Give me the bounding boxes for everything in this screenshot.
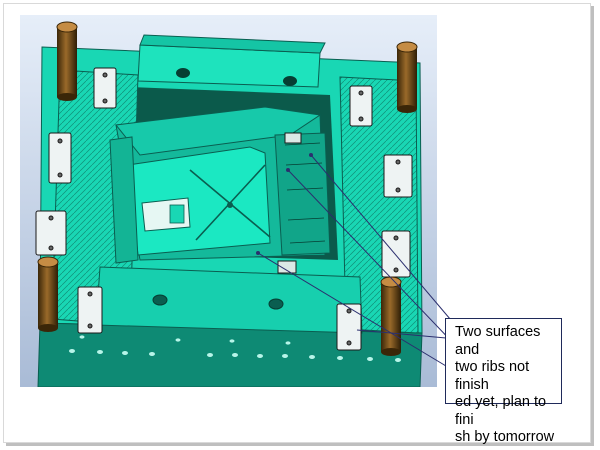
- label-plate-bottom-right: [336, 303, 362, 351]
- guide-pin-bottom-right: [380, 276, 402, 356]
- guide-pin-top-left: [56, 21, 78, 101]
- guide-pin-top-right: [396, 41, 418, 113]
- label-plate-left-2: [35, 210, 67, 256]
- label-plate-bottom-left: [77, 286, 103, 334]
- label-plate-right-1: [383, 154, 413, 198]
- label-plate-top-left: [93, 67, 117, 109]
- cad-viewport[interactable]: [20, 15, 437, 387]
- label-plate-left-1: [48, 132, 72, 184]
- guide-pin-bottom-left: [37, 256, 59, 332]
- label-plate-right-2: [381, 230, 411, 278]
- annotation-callout[interactable]: Two surfaces and two ribs not finish ed …: [445, 318, 562, 445]
- annotation-text: Two surfaces and two ribs not finish ed …: [455, 324, 555, 445]
- core-insert: [109, 106, 331, 264]
- label-plate-top-right: [349, 85, 373, 127]
